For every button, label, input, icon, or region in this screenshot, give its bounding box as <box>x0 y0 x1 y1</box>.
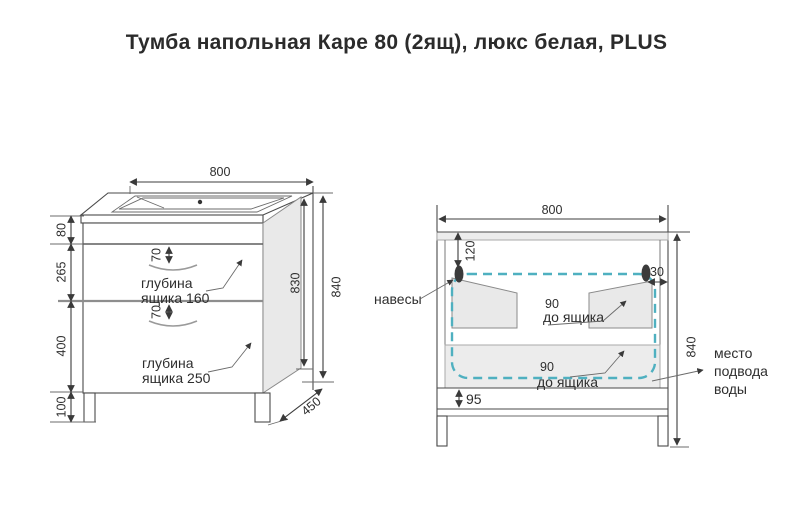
hinge-left-icon <box>454 265 464 283</box>
hinges-label: навесы <box>374 291 422 307</box>
handle-groove-2 <box>148 320 198 327</box>
width-label: 800 <box>210 165 231 179</box>
hinge-offset-label: 120 <box>463 241 477 262</box>
cabinet-body <box>82 222 264 394</box>
clearance-bottom-leader <box>569 350 625 378</box>
total-height-front-label: 840 <box>329 277 343 298</box>
drawer2-leader <box>207 342 252 373</box>
water-leader <box>651 368 704 382</box>
top-rail <box>436 231 669 241</box>
chain-400-label: 400 <box>54 336 68 357</box>
leg-back-left <box>436 415 448 447</box>
water-zone-outline <box>450 272 657 380</box>
clearance-top-value: 90 <box>545 297 559 311</box>
drawer2-label-line2: ящика 250 <box>142 370 211 386</box>
plinth-label: 95 <box>466 391 482 407</box>
back-view: 800 120 30 навесы 90 до ящика 90 до ящик… <box>374 203 768 448</box>
sink-basin <box>118 197 285 210</box>
water-label-line3: воды <box>714 381 747 397</box>
clearance-top-label: до ящика <box>543 309 604 325</box>
leg-back-right <box>657 415 669 447</box>
chain-80-label: 80 <box>54 223 68 237</box>
hanger-plate-left <box>451 277 518 329</box>
depth-label: 450 <box>299 394 324 418</box>
side-panel <box>262 196 302 394</box>
carcass-height-label: 830 <box>288 273 302 294</box>
chain-265-label: 265 <box>54 262 68 283</box>
leg-front-left <box>83 392 96 423</box>
sink-rim <box>110 195 293 213</box>
page-title: Тумба напольная Каре 80 (2ящ), люкс бела… <box>125 31 668 54</box>
drawer2-label-line1: глубина <box>142 355 194 371</box>
drawer1-label-line2: ящика 160 <box>141 290 210 306</box>
hinges-leader <box>419 279 454 300</box>
water-label-line1: место <box>714 345 753 361</box>
clearance-bottom-value: 90 <box>540 360 554 374</box>
dim-depth <box>279 388 323 422</box>
ext-450 <box>267 418 289 426</box>
sink-corner-edge <box>136 196 165 209</box>
hinge-side-offset-label: 30 <box>650 265 664 279</box>
gap-top-label: 70 <box>149 248 163 262</box>
drain-icon <box>197 199 203 205</box>
width-back-label: 800 <box>542 203 563 217</box>
leg-front-right <box>254 392 271 423</box>
drawer1-label-line1: глубина <box>141 275 193 291</box>
total-height-back-label: 840 <box>684 337 698 358</box>
gap-bottom-label: 70 <box>149 305 163 319</box>
chain-100-label: 100 <box>54 397 68 418</box>
clearance-bottom-label: до ящика <box>537 374 598 390</box>
countertop-front-edge <box>80 214 264 224</box>
clearance-top-leader <box>547 300 627 326</box>
handle-groove-1 <box>148 264 198 271</box>
water-label-line2: подвода <box>714 363 768 379</box>
drawer1-leader <box>205 259 243 292</box>
hinge-right-icon <box>641 264 651 282</box>
front-view: 70 70 800 80 265 400 100 830 <box>50 165 343 426</box>
